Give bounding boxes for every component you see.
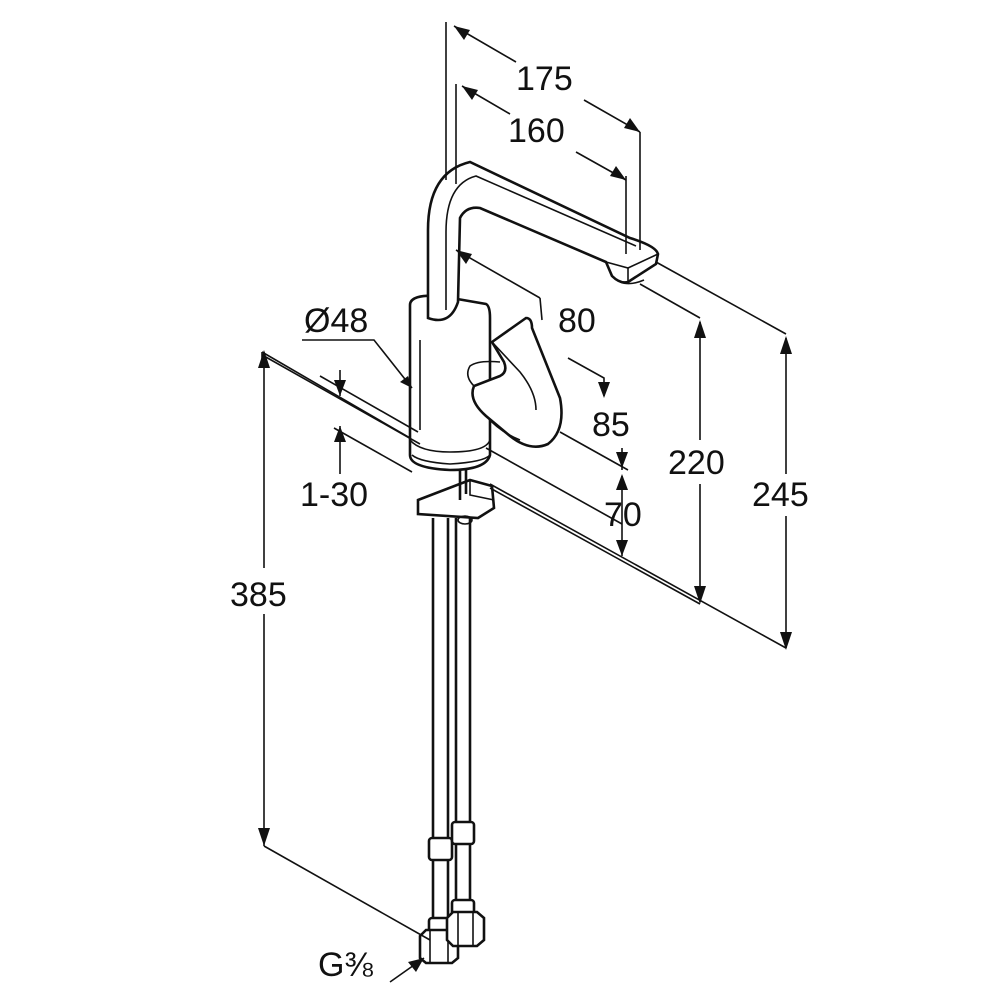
dim-label-85: 85 [592,406,630,444]
faucet-drawing [408,160,660,965]
dim-label-385: 385 [230,576,287,614]
dim-label-220: 220 [668,444,725,482]
supply-hoses [418,518,486,965]
dim-label-160: 160 [508,112,565,150]
faucet-base [408,294,492,472]
faucet-spout [426,160,660,322]
dim-label-80: 80 [558,302,596,340]
dim-label-175: 175 [516,60,573,98]
dim-label-245: 245 [752,476,809,514]
dimension-labels: 175 160 80 Ø48 85 70 1-30 220 245 385 G⅜ [230,60,809,984]
faucet-lever [466,316,563,448]
mounting-bracket [416,462,496,525]
dim-label-diameter-48: Ø48 [304,302,368,340]
dimension-lines [258,22,792,983]
dim-label-thread: G⅜ [318,946,373,984]
dim-label-70: 70 [604,496,642,534]
dim-label-1-30: 1-30 [300,476,368,514]
